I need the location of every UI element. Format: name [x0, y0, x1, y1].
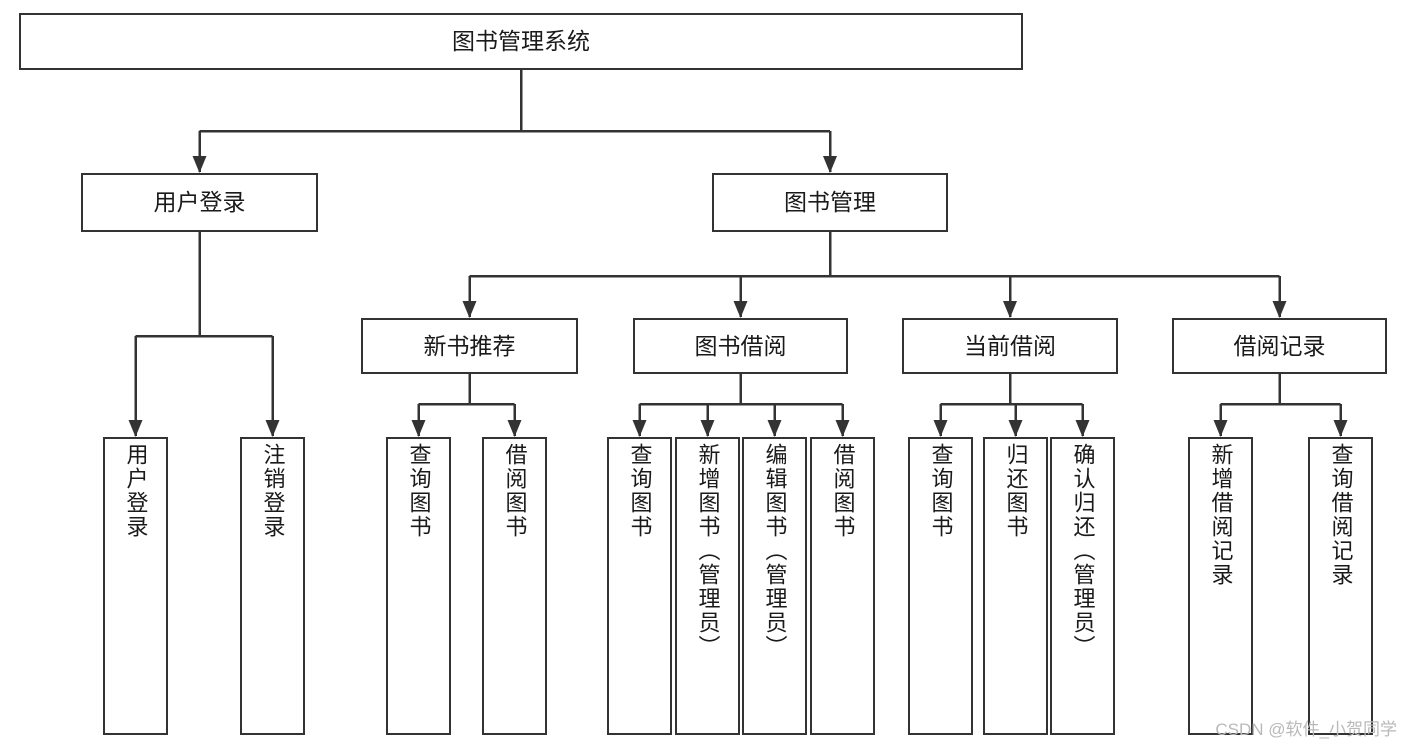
leaf-current-confirm-return[interactable]: 确认归还（管理员） — [1050, 437, 1115, 735]
node-borrow-record-label: 借阅记录 — [1233, 332, 1326, 359]
leaf-borrow-add-book-label: 新增图书（管理员） — [695, 443, 721, 659]
leaf-user-login[interactable]: 用户登录 — [103, 437, 168, 735]
leaf-borrow-query-book-label: 查询图书 — [627, 443, 653, 539]
leaf-current-query-book[interactable]: 查询图书 — [908, 437, 973, 735]
node-user-login[interactable]: 用户登录 — [81, 173, 318, 232]
node-book-borrow-label: 图书借阅 — [694, 332, 787, 359]
node-user-login-label: 用户登录 — [153, 189, 246, 216]
leaf-logout-login[interactable]: 注销登录 — [240, 437, 305, 735]
leaf-current-query-book-label: 查询图书 — [928, 443, 954, 539]
leaf-borrow-query-book[interactable]: 查询图书 — [607, 437, 672, 735]
leaf-borrow-lend-book-label: 借阅图书 — [830, 443, 856, 539]
node-new-book-recommend[interactable]: 新书推荐 — [361, 318, 578, 374]
leaf-record-query-record[interactable]: 查询借阅记录 — [1308, 437, 1373, 735]
leaf-current-return-book[interactable]: 归还图书 — [983, 437, 1048, 735]
node-current-borrow[interactable]: 当前借阅 — [902, 318, 1118, 374]
leaf-recommend-borrow-book[interactable]: 借阅图书 — [482, 437, 547, 735]
leaf-recommend-borrow-book-label: 借阅图书 — [502, 443, 528, 539]
leaf-user-login-label: 用户登录 — [123, 443, 149, 539]
node-root-label: 图书管理系统 — [452, 28, 590, 55]
leaf-record-add-record-label: 新增借阅记录 — [1208, 443, 1234, 587]
leaf-record-query-record-label: 查询借阅记录 — [1328, 443, 1354, 587]
watermark: CSDN @软件_小贺同学 — [1215, 720, 1397, 739]
node-new-book-recommend-label: 新书推荐 — [423, 332, 516, 359]
node-current-borrow-label: 当前借阅 — [964, 332, 1056, 359]
leaf-borrow-edit-book-label: 编辑图书（管理员） — [762, 443, 788, 659]
node-book-management-label: 图书管理 — [784, 189, 876, 216]
leaf-borrow-lend-book[interactable]: 借阅图书 — [810, 437, 875, 735]
node-borrow-record[interactable]: 借阅记录 — [1172, 318, 1387, 374]
leaf-record-add-record[interactable]: 新增借阅记录 — [1188, 437, 1253, 735]
leaf-recommend-query-book[interactable]: 查询图书 — [386, 437, 451, 735]
leaf-recommend-query-book-label: 查询图书 — [406, 443, 432, 539]
leaf-logout-login-label: 注销登录 — [260, 443, 286, 539]
leaf-borrow-add-book[interactable]: 新增图书（管理员） — [675, 437, 740, 735]
node-root[interactable]: 图书管理系统 — [19, 13, 1023, 70]
leaf-current-return-book-label: 归还图书 — [1003, 443, 1029, 539]
node-book-borrow[interactable]: 图书借阅 — [633, 318, 848, 374]
leaf-current-confirm-return-label: 确认归还（管理员） — [1070, 443, 1096, 659]
node-book-management[interactable]: 图书管理 — [712, 173, 948, 232]
leaf-borrow-edit-book[interactable]: 编辑图书（管理员） — [742, 437, 807, 735]
